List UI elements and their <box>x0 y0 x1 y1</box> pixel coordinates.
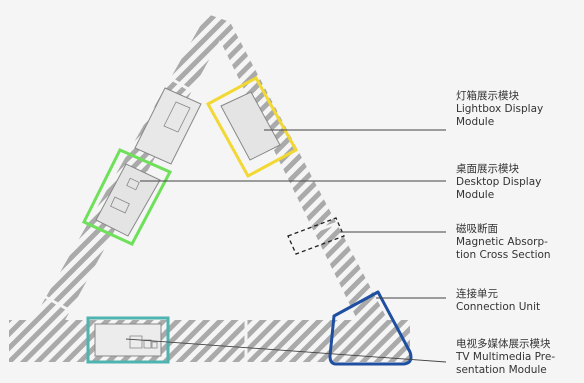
label-tv: 电视多媒体展示模块 TV Multimedia Pre- sentation M… <box>456 338 555 377</box>
label-desktop: 桌面展示模块 Desktop Display Module <box>456 163 541 202</box>
label-connection-en-1: Connection Unit <box>456 301 541 313</box>
lightbox-panel <box>220 91 281 161</box>
label-desktop-zh: 桌面展示模块 <box>456 163 519 175</box>
label-lightbox-en-1: Lightbox Display <box>456 103 544 115</box>
bottom-arm <box>9 320 410 362</box>
label-section-zh: 磁吸断面 <box>456 223 498 235</box>
triangle-frame <box>9 14 410 366</box>
tv-module <box>86 316 170 364</box>
desktop-panel <box>95 163 161 237</box>
label-tv-en-2: sentation Module <box>456 364 547 376</box>
label-connection-zh: 连接单元 <box>456 288 498 300</box>
label-lightbox-zh: 灯箱展示模块 <box>456 90 519 102</box>
tv-outline <box>86 316 170 364</box>
label-desktop-en-1: Desktop Display <box>456 176 542 188</box>
label-lightbox-en-2: Module <box>456 116 495 128</box>
label-desktop-en-2: Module <box>456 189 495 201</box>
upper-left-display <box>134 87 202 165</box>
leader-lines <box>125 129 447 363</box>
label-tv-en-1: TV Multimedia Pre- <box>456 351 556 363</box>
label-tv-zh: 电视多媒体展示模块 <box>456 338 551 350</box>
label-connection: 连接单元 Connection Unit <box>456 288 540 314</box>
lightbox-module <box>205 75 299 179</box>
right-arm <box>207 14 410 362</box>
leader-tv <box>125 338 447 363</box>
desktop-module <box>81 148 173 246</box>
label-lightbox: 灯箱展示模块 Lightbox Display Module <box>456 90 543 129</box>
magnetic-cross-section <box>287 217 345 255</box>
label-section-en-1: Magnetic Absorp- <box>456 236 548 248</box>
label-section: 磁吸断面 Magnetic Absorp- tion Cross Section <box>456 223 551 262</box>
lightbox-outline <box>205 75 299 179</box>
module-seams <box>39 70 341 366</box>
connection-unit <box>328 290 413 366</box>
label-section-en-2: tion Cross Section <box>456 249 551 261</box>
desktop-outline <box>81 148 173 246</box>
